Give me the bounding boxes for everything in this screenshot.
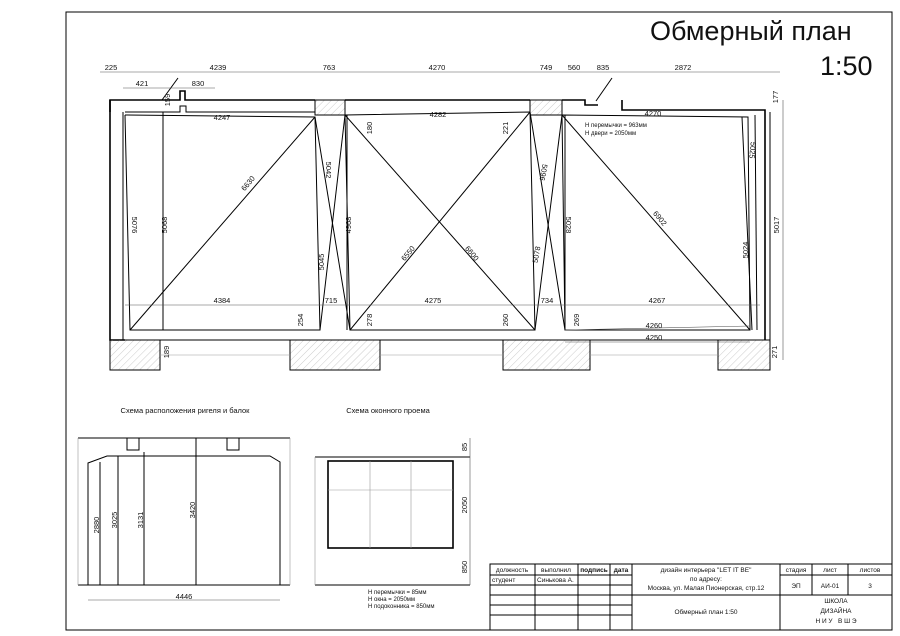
window-scheme-title: Схема оконного проема <box>346 406 430 415</box>
dim-label: 2050 <box>460 497 469 514</box>
project-address: Москва, ул. Малая Пионерская, стр.12 <box>648 585 765 592</box>
project-address-label: по адресу: <box>690 576 722 583</box>
dim-label: 850 <box>460 561 469 574</box>
dim-label: 4247 <box>214 113 231 122</box>
dim-label: 221 <box>501 122 510 135</box>
dim-label: 4275 <box>425 296 442 305</box>
dim-label: 749 <box>540 63 553 72</box>
project-name: дизайн интерьера "LET IT BE" <box>661 566 752 574</box>
dim-label: 4270 <box>429 63 446 72</box>
dim-label: 4260 <box>646 321 663 330</box>
window-note: Н перемычки = 85мм <box>368 590 427 596</box>
dim-label: 4446 <box>176 592 193 601</box>
dim-label: 835 <box>597 63 610 72</box>
door-note: Н двери = 2050мм <box>585 131 636 137</box>
dim-label: 4282 <box>430 110 447 119</box>
sheet-frame <box>65 11 893 631</box>
page-title: Обмерный план <box>650 16 852 46</box>
header-date: дата <box>614 567 629 574</box>
window-frame <box>327 460 454 549</box>
dim-label: 3025 <box>110 512 119 529</box>
dim-label: 734 <box>541 296 554 305</box>
dim-label: 3420 <box>188 502 197 519</box>
dim-label: 5045 <box>317 254 326 271</box>
beam-scheme-title: Схема расположения ригеля и балок <box>121 406 251 415</box>
dim-label: 6550 <box>399 244 417 263</box>
dim-label: 3131 <box>136 512 145 529</box>
dim-label: 5042 <box>324 162 333 179</box>
dim-label: 5068 <box>160 217 169 234</box>
dim-label: 6630 <box>239 174 257 193</box>
dim-label: 271 <box>770 346 779 359</box>
dim-label: 2880 <box>92 517 101 534</box>
dim-label: 5076 <box>130 217 139 234</box>
header-author: выполнил <box>541 567 571 574</box>
dim-label: 4270 <box>645 109 662 118</box>
dim-label: 2872 <box>675 63 692 72</box>
dim-label: 269 <box>572 314 581 327</box>
dim-label: 5024 <box>741 242 750 259</box>
dim-label: 5078 <box>531 246 543 264</box>
title-block: должность выполнил подпись дата студент … <box>489 563 893 631</box>
dim-label: 6600 <box>463 244 481 263</box>
dim-label: 715 <box>325 296 338 305</box>
sheet-header: лист <box>823 567 837 574</box>
dim-label: 177 <box>771 91 780 104</box>
stage-value: ЭП <box>791 583 801 590</box>
dim-label: 225 <box>105 63 118 72</box>
dim-label: 763 <box>323 63 336 72</box>
beam-scheme: Схема расположения ригеля и балок 2880 3… <box>77 406 291 601</box>
dim-label: 560 <box>568 63 581 72</box>
dim-label: 830 <box>192 79 205 88</box>
top-dimensions: 225 4239 763 4270 749 560 835 2872 421 8… <box>105 63 780 134</box>
dim-label: 4968 <box>344 217 353 234</box>
dim-label: 6902 <box>651 209 669 228</box>
dim-label: 5017 <box>772 217 781 234</box>
dim-label: 180 <box>365 122 374 135</box>
school-name: Н И У В Ш Э <box>815 618 856 625</box>
window-note: Н окна = 2050мм <box>368 597 415 603</box>
dim-label: 278 <box>365 314 374 327</box>
window-scheme: Схема оконного проема 85 2050 850 Н пере… <box>314 406 471 610</box>
dim-label: 4267 <box>649 296 666 305</box>
dim-label: 4239 <box>210 63 227 72</box>
school-name: ШКОЛА <box>824 598 848 605</box>
dim-label: 189 <box>162 346 171 359</box>
dim-label: 159 <box>163 94 172 107</box>
dim-label: 5025 <box>747 142 757 159</box>
dim-label: 260 <box>501 314 510 327</box>
window-note: Н подоконника = 850мм <box>368 604 435 610</box>
header-signature: подпись <box>580 567 607 574</box>
dim-label: 4250 <box>646 333 663 342</box>
scale-label: 1:50 <box>820 51 873 81</box>
stage-header: стадия <box>786 567 807 574</box>
sheets-header: листов <box>860 567 881 574</box>
dim-label: 85 <box>460 443 469 451</box>
position-value: студент <box>492 577 515 584</box>
dim-label: 421 <box>136 79 149 88</box>
floor-plan: 225 4239 763 4270 749 560 835 2872 421 8… <box>100 63 784 371</box>
dim-label: 4384 <box>214 296 231 305</box>
room-dimensions: 5076 5068 6630 5042 4968 5045 6550 6600 … <box>130 142 781 271</box>
header-position: должность <box>496 567 529 574</box>
sheet-value: АИ-01 <box>821 583 840 590</box>
lintel-note: Н перемычки = 963мм <box>585 123 647 129</box>
school-name: ДИЗАЙНА <box>820 606 852 615</box>
dim-label: 5028 <box>564 217 573 234</box>
dim-label: 254 <box>296 314 305 327</box>
author-value: Синькова А. <box>537 577 574 584</box>
sheet-title: Обмерный план 1:50 <box>674 608 737 616</box>
dim-label: 5096 <box>538 163 550 181</box>
bottom-dimensions: 4384 715 4275 734 4267 254 278 260 269 4… <box>162 296 779 358</box>
sheets-value: 3 <box>868 583 872 590</box>
